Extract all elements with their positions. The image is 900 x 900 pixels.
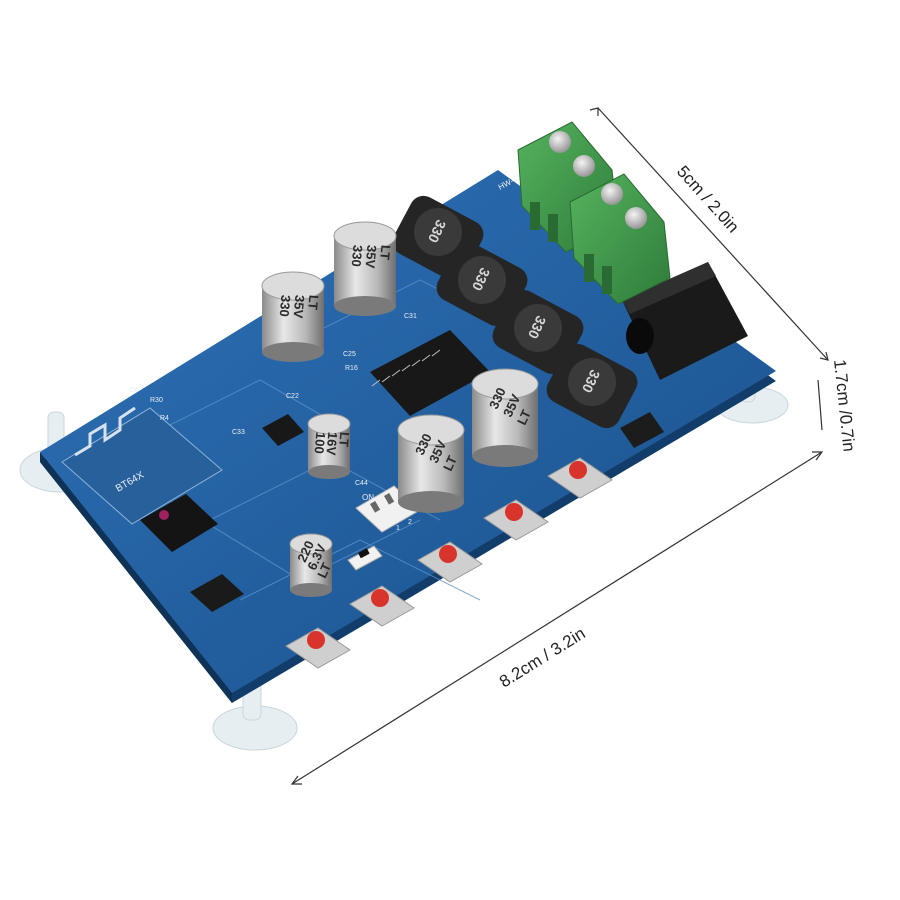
switch-pin-label: 1 (396, 525, 400, 532)
width-dimension-label: 5cm / 2.0in (673, 162, 743, 237)
capacitor-brand: LT (514, 407, 534, 427)
capacitor-voltage: 16V (323, 431, 340, 456)
switch-on-label: ON (362, 493, 374, 502)
ref-label: D6 (130, 387, 139, 394)
amplifier-ic (262, 330, 490, 446)
ref-label: R30 (150, 397, 163, 404)
smd-resistor (347, 545, 383, 571)
ref-label: R4 (160, 415, 169, 422)
capacitor-brand: LT (336, 431, 352, 447)
capacitor-value: 330 (277, 294, 294, 317)
ref-label: C44 (355, 480, 368, 487)
capacitor-voltage: 35V (362, 244, 379, 269)
capacitor-brand: LT (305, 294, 321, 310)
inductors: 330 330 330 330 (392, 195, 638, 429)
width-dimension-line (597, 107, 829, 361)
capacitor: 100 16V LT (307, 413, 352, 479)
screw-terminal (569, 173, 671, 305)
ref-label: C25 (343, 351, 356, 358)
capacitor-value: 330 (349, 244, 366, 267)
screw-terminals (517, 121, 671, 305)
inductor: 330 (436, 241, 528, 327)
ref-label: C22 (286, 393, 299, 400)
dimension-lines (290, 107, 829, 785)
ref-label: C31 (404, 313, 417, 320)
push-button (285, 627, 351, 669)
capacitor-voltage: 35V (290, 294, 307, 319)
capacitor: 330 35V LT (397, 414, 465, 513)
capacitor-value: 100 (311, 431, 328, 454)
push-buttons (285, 457, 613, 669)
capacitor: 330 35V LT (333, 221, 397, 316)
capacitor: 220 6.3V LT (289, 533, 334, 597)
push-button (349, 585, 415, 627)
capacitor: 330 35V LT (261, 271, 325, 362)
diode (620, 412, 664, 448)
capacitors: 330 35V LT 330 35V LT 330 35V LT 330 35V (261, 221, 539, 597)
length-dimension-line (291, 451, 823, 785)
inductor: 330 (546, 343, 638, 429)
capacitor: 330 35V LT (471, 368, 539, 467)
ref-label: C33 (232, 429, 245, 436)
bluetooth-module: BT64X (61, 406, 244, 612)
ref-label: R16 (345, 365, 358, 372)
push-button (483, 499, 549, 541)
height-dimension-label: 1.7cm /0.7in (830, 358, 859, 452)
inductor: 330 (492, 289, 584, 375)
switch-pin-label: 2 (408, 519, 412, 526)
push-button (417, 541, 483, 583)
capacitor-brand: LT (314, 560, 334, 580)
length-dimension-label: 8.2cm / 3.2in (496, 624, 589, 692)
capacitor-brand: LT (440, 453, 460, 473)
height-dimension-line (817, 379, 823, 431)
push-button (547, 457, 613, 499)
dc-power-jack (622, 262, 748, 380)
capacitor-brand: LT (377, 244, 393, 260)
antenna-trace-icon (74, 406, 136, 457)
